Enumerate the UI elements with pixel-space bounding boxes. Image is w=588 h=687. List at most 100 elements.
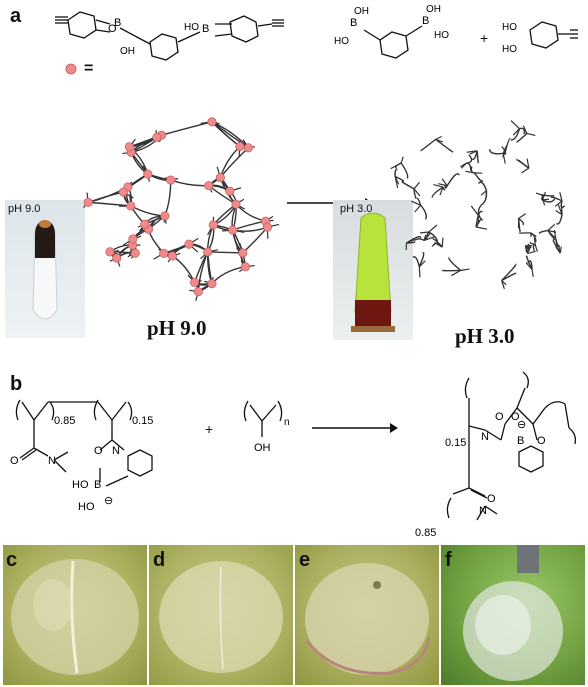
acid-b-left: B	[350, 17, 357, 29]
network-branch	[477, 214, 484, 221]
crosslink-point	[203, 247, 213, 257]
product-n-2: N	[479, 505, 487, 517]
network-branch	[526, 132, 536, 137]
pva-structure: n OH	[243, 400, 290, 454]
network-strand	[501, 272, 517, 282]
network-branch	[518, 213, 527, 219]
network-strand	[489, 149, 504, 155]
network-strand	[207, 251, 243, 254]
network-branch	[466, 150, 478, 153]
network-branch	[559, 192, 563, 201]
crosslink-point	[124, 142, 134, 152]
product-o-4: O	[487, 493, 496, 505]
photo-d-healing-gel	[149, 545, 293, 685]
network-strand	[538, 229, 549, 235]
crosslink-point	[235, 141, 245, 152]
network-strand	[525, 255, 533, 270]
crosslink-point	[166, 175, 176, 185]
network-branch	[475, 226, 488, 230]
crosslink-point	[207, 117, 217, 127]
boron-b: B	[94, 479, 101, 491]
crosslink-point	[167, 251, 177, 261]
acid-ho-left: HO	[334, 36, 349, 47]
network-branch	[501, 280, 505, 290]
network-branch	[554, 200, 563, 207]
panel-label-f: f	[445, 549, 452, 571]
network-strand	[425, 231, 430, 240]
gel-c	[11, 559, 139, 675]
network-branch	[433, 184, 444, 188]
network-strand	[466, 162, 472, 171]
legend-equals: =	[84, 60, 94, 77]
tube-ph9-drawing	[32, 220, 58, 320]
crosslink-point	[105, 247, 115, 257]
crosslink-point	[225, 186, 235, 196]
network-strand	[477, 181, 488, 191]
amide-n: N	[48, 455, 56, 467]
network-branch	[502, 145, 508, 154]
crosslink-point	[228, 225, 238, 235]
network-branch	[413, 188, 421, 197]
network-branch	[434, 241, 443, 248]
network-strand	[416, 197, 422, 206]
network-strand	[475, 210, 483, 228]
network-strand	[420, 138, 437, 152]
network-branch	[542, 198, 550, 201]
fraction-085: 0.85	[54, 415, 75, 427]
network-branch	[555, 209, 563, 216]
network-branch	[541, 191, 547, 201]
crosslink-point	[118, 187, 128, 197]
network-branch	[502, 153, 506, 164]
network-branch	[480, 190, 487, 196]
photo-e-healed-gel	[295, 545, 439, 685]
network-branch	[441, 237, 444, 248]
dissociated-network-ph3	[390, 120, 566, 290]
product-fraction-085: 0.85	[415, 527, 436, 539]
panel-label-b: b	[10, 373, 23, 395]
network-branch	[441, 178, 448, 187]
tube-photo-ph9	[5, 200, 85, 338]
panel-label-a: a	[10, 5, 22, 27]
catechol-ho-bottom: HO	[502, 44, 517, 55]
network-branch	[460, 268, 470, 271]
network-branch	[510, 120, 520, 130]
plus-sign-a: +	[480, 30, 489, 46]
network-strand	[435, 138, 454, 153]
network-branch	[390, 162, 402, 170]
network-strand	[164, 180, 172, 217]
network-strand	[501, 263, 517, 282]
network-branch	[438, 183, 448, 187]
crosslink-point	[190, 277, 200, 287]
network-strand	[414, 238, 425, 242]
crosslinked-product-structure: 0.15 0.85 O O B ⊖ O N O N	[415, 371, 577, 539]
panel-label-e: e	[299, 549, 311, 571]
crosslink-point	[243, 143, 253, 153]
boronic-acid-structure: B HO OH B OH HO	[334, 4, 449, 59]
repeat-unit-n: n	[284, 417, 290, 428]
crosslink-point	[207, 279, 217, 289]
ester-ho: HO	[184, 22, 199, 33]
network-strand	[211, 121, 241, 148]
caption-ph9: pH 9.0	[147, 316, 207, 340]
network-branch	[527, 250, 536, 255]
network-branch	[406, 238, 416, 244]
product-charge: ⊖	[517, 419, 526, 431]
ring-n: N	[112, 445, 120, 457]
crosslink-point	[215, 173, 225, 183]
network-branch	[423, 236, 435, 242]
network-branch	[522, 125, 528, 134]
network-strand	[446, 173, 460, 187]
ester-o-left: O	[108, 23, 117, 35]
acid-oh-left: OH	[354, 6, 369, 17]
network-branch	[535, 192, 543, 196]
crosslink-point	[160, 211, 170, 221]
network-strand	[394, 168, 398, 177]
network-strand	[555, 214, 563, 225]
ester-oh: OH	[120, 46, 135, 57]
network-strand	[541, 198, 556, 203]
network-strand	[431, 186, 444, 198]
acid-ho-right: HO	[434, 30, 449, 41]
network-strand	[525, 243, 532, 249]
network-strand	[88, 201, 131, 207]
network-branch	[475, 218, 482, 228]
